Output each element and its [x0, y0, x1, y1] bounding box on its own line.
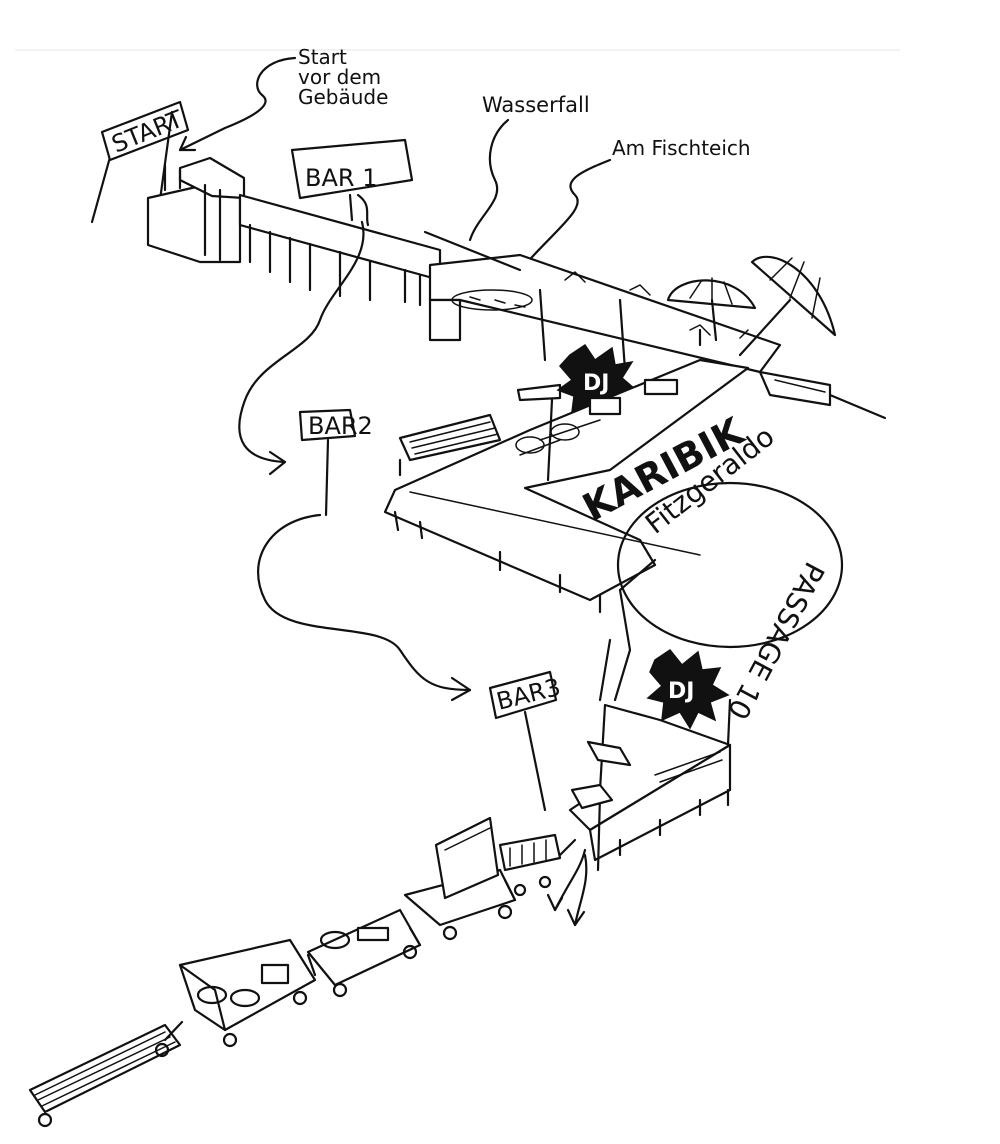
svg-text:vor dem: vor dem	[298, 65, 381, 89]
wagon-billboard	[403, 816, 517, 941]
svg-text:BAR 1: BAR 1	[305, 164, 377, 192]
wagon-tables	[306, 908, 422, 998]
svg-text:DJ: DJ	[583, 371, 609, 396]
wagon-logs	[28, 1023, 182, 1128]
svg-text:START: START	[108, 105, 187, 159]
start-note: Start vor dem Gebäude	[298, 45, 388, 109]
start-note-arrowhead	[178, 135, 197, 152]
umbrella-2-icon	[738, 255, 837, 357]
start-building	[146, 156, 246, 264]
svg-text:PASSAGE 10: PASSAGE 10	[721, 557, 831, 725]
fischteich-label: Am Fischteich	[503, 136, 751, 292]
wagon-drums	[178, 938, 317, 1048]
svg-text:Gebäude: Gebäude	[298, 85, 388, 109]
svg-text:Start: Start	[298, 45, 347, 69]
middle-zigzag-deck	[383, 358, 750, 614]
lower-stage	[568, 638, 732, 872]
svg-text:BAR3: BAR3	[494, 673, 564, 716]
svg-text:Am Fischteich: Am Fischteich	[612, 136, 751, 160]
svg-text:DJ: DJ	[668, 679, 694, 704]
deck-decor	[564, 271, 749, 339]
umbrella-1-icon	[666, 277, 757, 342]
bar3-sign: BAR3	[488, 670, 564, 812]
bar2-arrowhead	[268, 450, 287, 476]
bridge-to-waterfall	[238, 193, 442, 307]
wasserfall-label: Wasserfall	[468, 93, 590, 242]
wagon-small-crate	[498, 833, 562, 897]
bar2-to-bar3-arrow	[257, 513, 472, 692]
start-note-arrow	[178, 56, 297, 152]
exit-arrowheads	[546, 893, 586, 927]
bar2-sign: BAR2	[298, 408, 373, 517]
wagon-couplings	[163, 838, 577, 1042]
svg-text:Wasserfall: Wasserfall	[482, 93, 590, 117]
bar3-arrowhead	[450, 676, 472, 702]
upper-deck	[423, 230, 887, 420]
bar1-sign: BAR 1	[290, 138, 414, 227]
svg-text:BAR2: BAR2	[308, 412, 373, 440]
bar1-to-bar2-arrow	[238, 220, 365, 464]
dj-badge-bottom: DJ	[646, 648, 730, 730]
